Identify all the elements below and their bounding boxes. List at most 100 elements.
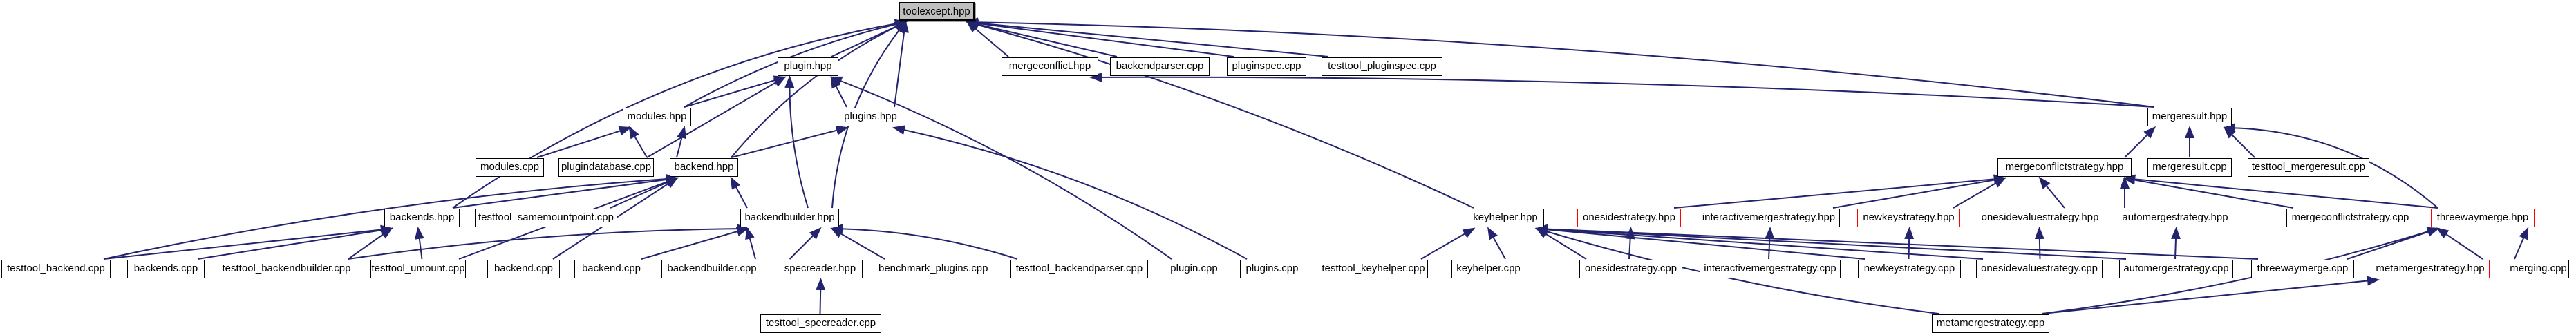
include-edge-plugins_cpp--plugins_hpp [892,125,1248,260]
graph-node-backend-cpp-1[interactable]: backend.cpp [487,260,560,278]
include-edge-automergestrategy_cpp--automergestrategy_hpp [2170,227,2181,260]
graph-node-testtool-keyhelper-cpp[interactable]: testtool_keyhelper.cpp [1319,260,1428,278]
graph-node-onesidevaluestrategy-cpp[interactable]: onesidevaluestrategy.cpp [1976,260,2103,278]
graph-node-interactivemergestrategy-cpp[interactable]: interactivemergestrategy.cpp [1700,260,1841,278]
include-edge-backend_hpp--plugins_hpp [731,125,849,158]
include-edge-mergeresult_hpp--mergeconflict_hpp [1089,72,2155,108]
graph-node-mergeconflict-hpp[interactable]: mergeconflict.hpp [1002,57,1098,76]
graph-node-keyhelper-cpp[interactable]: keyhelper.cpp [1451,260,1525,278]
include-edge-specreader_hpp--backendbuilder_hpp [789,227,822,260]
graph-node-onesidestrategy-hpp[interactable]: onesidestrategy.hpp [1577,209,1681,227]
include-edge-testtool_backendbuilder_cpp--backendbuilder_hpp [348,224,749,260]
include-edge-testtool_specreader_cpp--specreader_hpp [816,278,826,314]
include-edge-newkeystrategy_cpp--newkeystrategy_hpp [1904,227,1915,260]
graph-node-newkeystrategy-hpp[interactable]: newkeystrategy.hpp [1857,209,1960,227]
graph-node-merging-cpp[interactable]: merging.cpp [2508,260,2569,278]
include-edge-onesidestrategy_cpp--onesidestrategy_hpp [1625,227,1635,260]
include-edge-testtool_backendparser_cpp--backendbuilder_hpp [830,224,1018,260]
graph-node-interactivemergestrategy-hpp[interactable]: interactivemergestrategy.hpp [1698,209,1840,227]
graph-node-testtool-specreader-cpp[interactable]: testtool_specreader.cpp [760,314,881,333]
graph-node-mergeconflictstrategy-cpp[interactable]: mergeconflictstrategy.cpp [2286,209,2414,227]
graph-node-backendbuilder-cpp[interactable]: backendbuilder.cpp [661,260,762,278]
graph-node-automergestrategy-hpp[interactable]: automergestrategy.hpp [2118,209,2232,227]
include-edge-threewaymerge_hpp--mergeconflictstrategy_hpp [2123,174,2438,209]
include-edge-onesidevaluestrategy_hpp--mergeconflictstrategy_hpp [2038,176,2065,209]
include-edge-plugindatabase_cpp--plugin_hpp [646,76,787,158]
include-edge-modules_hpp--plugin_hpp [684,75,787,108]
include-edge-interactivemergestrategy_hpp--mergeconflictstrategy_hpp [1832,175,2006,209]
include-edge-interactivemergestrategy_cpp--interactivemergestrategy_hpp [1765,227,1775,260]
graph-node-backendbuilder-hpp[interactable]: backendbuilder.hpp [740,209,839,227]
include-edge-metamergestrategy_cpp--keyhelper_hpp [1535,227,1939,314]
graph-node-plugindatabase-cpp[interactable]: plugindatabase.cpp [558,158,654,177]
include-edge-automergestrategy_cpp--keyhelper_hpp [1535,224,2127,260]
include-edge-newkeystrategy_cpp--keyhelper_hpp [1535,224,1865,260]
include-edge-metamergestrategy_cpp--metamergestrategy_hpp [2042,276,2380,314]
include-edge-testtool_backend_cpp--backends_hpp [103,224,393,260]
include-edge-mergeconflictstrategy_cpp--mergeconflictstrategy_hpp [2123,175,2294,209]
include-edge-threewaymerge_cpp--keyhelper_hpp [1535,224,2259,260]
include-edge-testtool_backendbuilder_cpp--backends_hpp [348,227,393,260]
graph-node-mergeresult-hpp[interactable]: mergeresult.hpp [2147,108,2232,126]
include-edge-pluginspec_cpp--toolexcept_hpp [966,18,1234,57]
graph-node-threewaymerge-cpp[interactable]: threewaymerge.cpp [2251,260,2354,278]
graph-node-backendparser-cpp[interactable]: backendparser.cpp [1110,57,1210,76]
include-edge-benchmark_plugins_cpp--backendbuilder_hpp [830,227,885,260]
graph-node-testtool-samemountpoint-cpp[interactable]: testtool_samemountpoint.cpp [475,209,617,227]
include-edge-keyhelper_cpp--keyhelper_hpp [1487,227,1506,260]
graph-node-testtool-backend-cpp[interactable]: testtool_backend.cpp [1,260,111,278]
graph-node-backends-hpp[interactable]: backends.hpp [384,209,460,227]
graph-node-pluginspec-cpp[interactable]: pluginspec.cpp [1227,57,1306,76]
graph-node-mergeresult-cpp[interactable]: mergeresult.cpp [2147,158,2232,177]
include-edge-backends_cpp--backends_hpp [197,225,393,260]
include-edge-backendbuilder_cpp--backendbuilder_hpp [745,227,756,260]
graph-node-plugins-hpp[interactable]: plugins.hpp [840,108,901,126]
include-edge-testtool_backend_cpp--backend_hpp [103,174,679,260]
include-edge-mergeconflictstrategy_hpp--mergeresult_hpp [2124,126,2156,158]
graph-node-testtool-backendparser-cpp[interactable]: testtool_backendparser.cpp [1010,260,1148,278]
graph-node-mergeconflictstrategy-hpp[interactable]: mergeconflictstrategy.hpp [1997,158,2132,177]
graph-node-keyhelper-hpp[interactable]: keyhelper.hpp [1467,209,1544,227]
graph-node-backend-hpp[interactable]: backend.hpp [670,158,738,177]
include-edge-backends_hpp--backend_hpp [452,175,679,209]
include-edge-metamergestrategy_cpp--threewaymerge_hpp [2042,227,2440,314]
include-edge-modules_cpp--modules_hpp [536,126,632,158]
include-edge-mergeresult_hpp--toolexcept_hpp [966,17,2155,108]
graph-node-automergestrategy-cpp[interactable]: automergestrategy.cpp [2119,260,2233,278]
graph-node-benchmark-plugins-cpp[interactable]: benchmark_plugins.cpp [878,260,988,278]
graph-node-testtool-mergeresult-cpp[interactable]: testtool_mergeresult.cpp [2248,158,2369,177]
graph-node-metamergestrategy-hpp[interactable]: metamergestrategy.hpp [2371,260,2490,278]
include-edge-backendbuilder_hpp--backend_hpp [730,176,748,209]
graph-node-backends-cpp[interactable]: backends.cpp [127,260,205,278]
graph-node-onesidestrategy-cpp[interactable]: onesidestrategy.cpp [1579,260,1682,278]
include-edge-backend_hpp--toolexcept_hpp [731,21,908,158]
include-edge-backend_cpp_2--backendbuilder_hpp [641,227,749,260]
graph-node-newkeystrategy-cpp[interactable]: newkeystrategy.cpp [1858,260,1961,278]
include-edge-metamergestrategy_hpp--threewaymerge_hpp [2436,227,2483,260]
graph-node-plugin-cpp[interactable]: plugin.cpp [1165,260,1223,278]
graph-node-testtool-backendbuilder-cpp[interactable]: testtool_backendbuilder.cpp [218,260,355,278]
include-edge-plugindatabase_cpp--modules_hpp [628,126,648,158]
graph-node-onesidevaluestrategy-hpp[interactable]: onesidevaluestrategy.hpp [1977,209,2103,227]
include-edge-onesidevaluestrategy_cpp--keyhelper_hpp [1535,224,1984,260]
graph-node-plugin-hpp[interactable]: plugin.hpp [778,57,838,76]
include-edge-testtool_umount_cpp--backends_hpp [414,227,424,260]
include-edge-newkeystrategy_hpp--mergeconflictstrategy_hpp [1953,177,2006,209]
graph-node-modules-cpp[interactable]: modules.cpp [476,158,544,177]
include-edge-threewaymerge_hpp--mergeresult_hpp [2223,123,2438,209]
graph-node-modules-hpp[interactable]: modules.hpp [623,108,691,126]
graph-node-metamergestrategy-cpp[interactable]: metamergestrategy.cpp [1932,314,2049,333]
graph-node-testtool-umount-cpp[interactable]: testtool_umount.cpp [370,260,466,278]
include-edge-onesidestrategy_hpp--mergeconflictstrategy_hpp [1673,174,2006,209]
graph-node-plugins-cpp[interactable]: plugins.cpp [1240,260,1304,278]
graph-node-backend-cpp-2[interactable]: backend.cpp [574,260,648,278]
include-edge-keyhelper_hpp--toolexcept_hpp [966,20,1474,209]
include-edge-backend_hpp--modules_hpp [676,126,687,158]
graph-node-specreader-hpp[interactable]: specreader.hpp [778,260,863,278]
include-edge-merging_cpp--threewaymerge_hpp [2514,227,2529,260]
graph-node-threewaymerge-hpp[interactable]: threewaymerge.hpp [2431,209,2535,227]
graph-node-testtool-pluginspec-cpp[interactable]: testtool_pluginspec.cpp [1322,57,1442,76]
include-edge-backendbuilder_hpp--plugin_hpp [784,75,809,209]
